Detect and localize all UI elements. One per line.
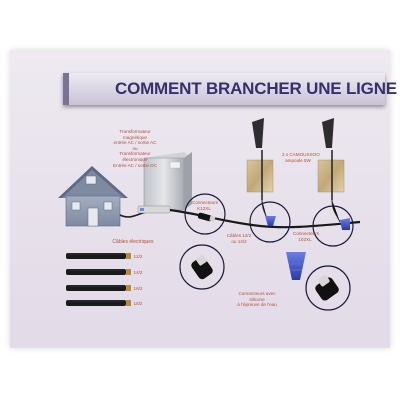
transformer-label: Transformateur magnétique entrée AC / so… [113,129,157,168]
black-connector-large-icon [191,255,213,280]
silicone-label: Connecteurs avec silicone à l'épreuve de… [237,291,277,308]
page-title: COMMENT BRANCHER UNE LIGNE [115,79,397,98]
cable-sample-2 [66,269,131,275]
lamp-label: 2 x CAMOUSSOO ampoule 5W [282,152,320,163]
connector-circle-5 [305,265,351,311]
lamp-2-icon [317,118,345,223]
cable-size-4: 18/2 [133,301,143,306]
silicone-connector-icon [315,274,339,301]
lamp-1-icon [246,118,274,223]
cable-size-2: 14/2 [133,270,143,275]
102xl-label: Connecteurs 102XL [293,231,320,242]
connector-circle-4 [179,244,225,290]
title-banner [63,73,385,105]
power-strip-icon [137,205,171,214]
connector-circle-2 [249,201,291,243]
transformer-icon [143,152,192,211]
cable-sample-1 [66,253,131,259]
cable-size-3: 16/2 [133,286,143,291]
k12xl-connector-icon [197,212,216,222]
main-cable [169,208,361,229]
connector-circle-1 [184,193,226,235]
cable-sample-4 [66,300,131,306]
k12xl-label: Connecteurs K12XL [192,200,219,211]
cable-size-1: 12/2 [133,254,143,259]
cable-sample-3 [66,285,131,291]
cable-type-label: Câbles 12/2 ou 14/2 [226,233,252,244]
blue-connector-icon-2 [340,218,350,230]
blue-connector-icon-1 [265,216,276,226]
connector-circle-3 [312,205,354,247]
house-icon [58,166,128,227]
cables-title: Câbles électriques [112,239,154,245]
blue-wire-nut-large-icon [286,252,306,280]
